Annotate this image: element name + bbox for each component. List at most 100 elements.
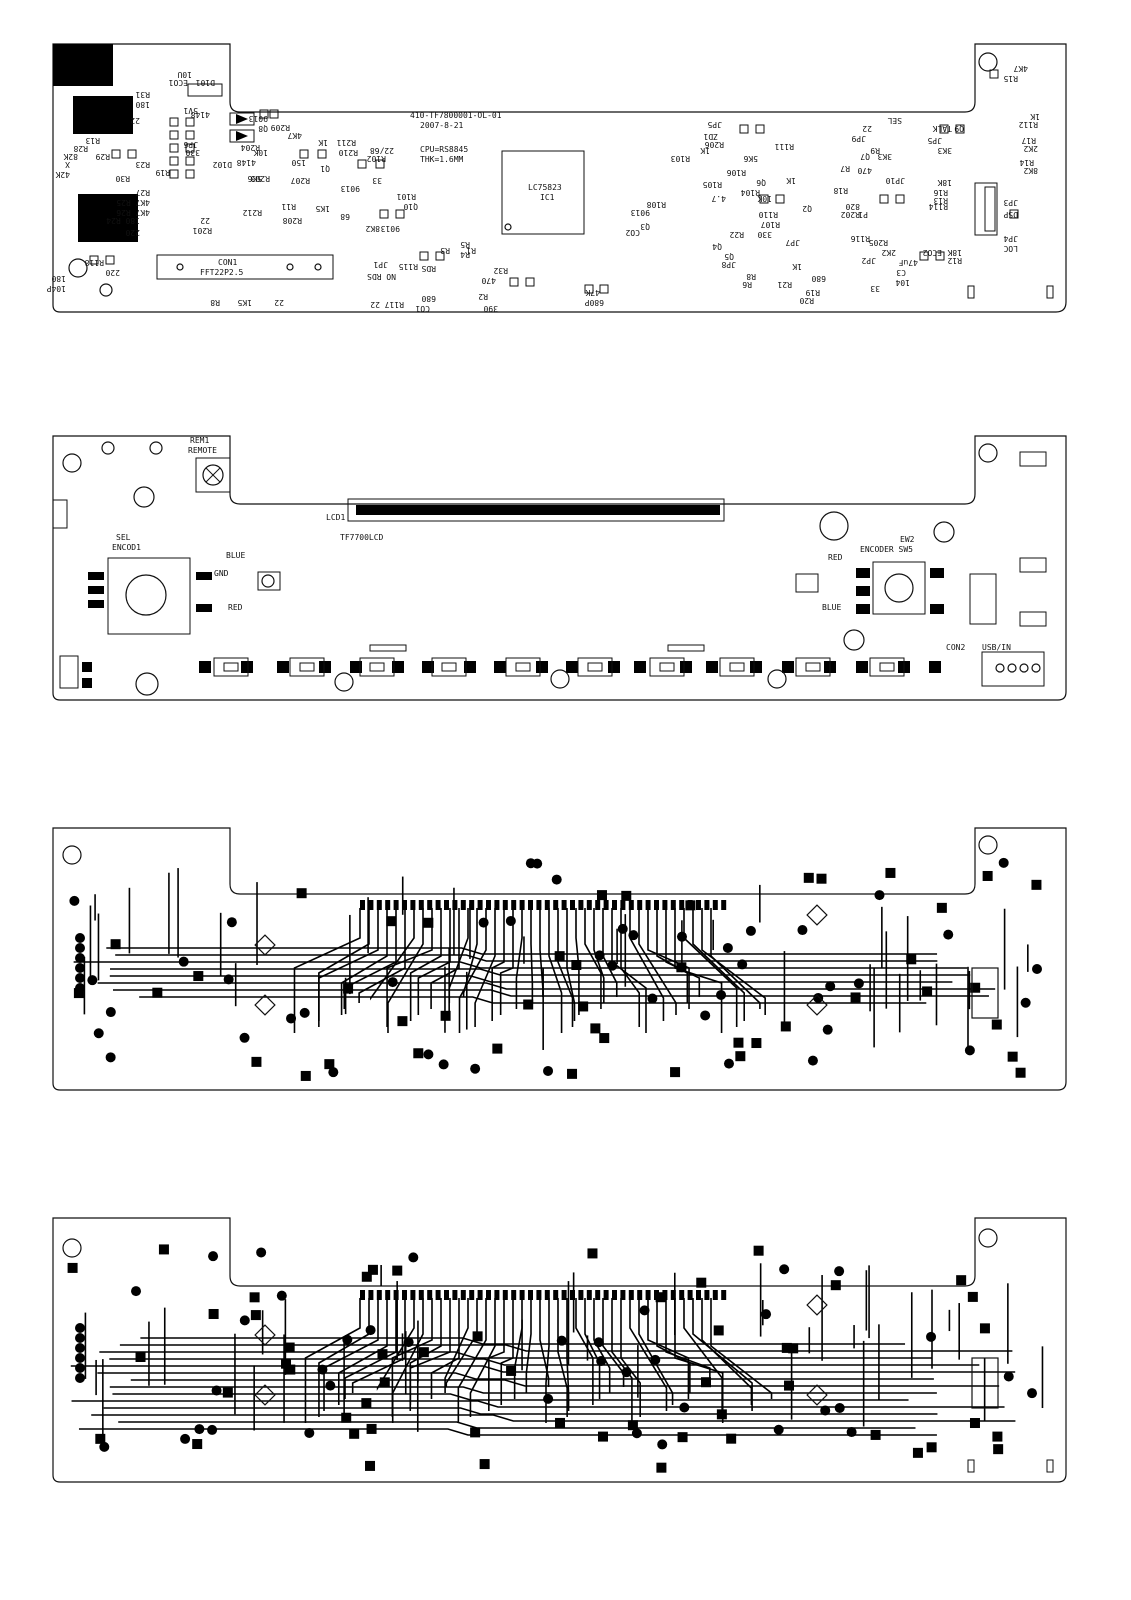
encoder1-footprint	[107, 557, 191, 635]
component-label: R16	[933, 188, 948, 197]
encoder-pad	[856, 586, 870, 596]
via-pad	[194, 1424, 205, 1435]
switch-pad	[706, 661, 718, 673]
component-label: NO RDS	[367, 272, 396, 281]
fine-pitch-pad	[393, 1290, 399, 1300]
panel-2-silkscreen: REM1 REMOTE LCD1 TF7700LCD SEL ENCOD1 EW…	[52, 435, 1067, 701]
switch-pad	[392, 661, 404, 673]
smd-pad	[926, 1442, 937, 1453]
fine-pitch-pad	[460, 900, 466, 910]
component-label: R9	[870, 146, 880, 155]
tact-switch-button	[729, 662, 745, 672]
fine-pitch-pad	[645, 900, 651, 910]
via-pad	[525, 858, 536, 869]
component-label: 1K5	[315, 204, 330, 213]
component-label: 180 R24	[106, 216, 140, 225]
lcd1-ref: LCD1	[326, 513, 345, 522]
via-pad	[943, 929, 954, 940]
mount-hole	[978, 835, 998, 855]
copper-trace	[683, 908, 738, 1027]
component-label: R102	[367, 154, 386, 163]
smd-pad	[413, 1048, 424, 1059]
copper-trace	[701, 908, 766, 1015]
copper-trace	[575, 1298, 594, 1405]
switch-pad	[422, 661, 434, 673]
remote-receiver-mark	[205, 467, 221, 483]
smd-pad	[726, 1433, 737, 1444]
via-pad	[75, 1363, 85, 1373]
con2-ref: CON2	[946, 643, 965, 652]
blue-label-2: BLUE	[822, 603, 841, 612]
component-label: R21	[777, 280, 792, 289]
component-label: TALK	[933, 124, 952, 133]
component-label: JP5	[707, 120, 722, 129]
copper-traces-top	[69, 857, 1043, 1081]
switch-pad	[199, 661, 211, 673]
component-label: R7	[840, 164, 850, 173]
via-pad	[926, 1331, 937, 1342]
component-label: R103	[671, 154, 690, 163]
fine-pitch-pad	[519, 900, 525, 910]
component-label: JP3	[1003, 198, 1018, 207]
via-pad	[631, 1428, 642, 1439]
fine-pitch-pad	[679, 900, 685, 910]
component-label: 8K2	[365, 224, 380, 233]
rem1-name: REMOTE	[188, 446, 217, 455]
fine-pitch-pad	[536, 900, 542, 910]
con1-pin	[314, 263, 322, 271]
fine-pitch-pad	[528, 900, 533, 910]
via-pad	[737, 959, 748, 970]
smd-pad	[300, 1070, 311, 1081]
smd-pad	[472, 1331, 483, 1342]
via-pad	[75, 973, 85, 983]
fine-pitch-pad	[402, 900, 407, 910]
component-label: Q5	[724, 252, 734, 261]
remote-receiver-lens	[202, 464, 224, 486]
component-label: R12	[947, 256, 962, 265]
tact-switch-footprint	[431, 657, 467, 677]
component-label: 5V1	[183, 106, 198, 115]
smd-pad	[751, 1038, 762, 1049]
led1-footprint	[257, 571, 281, 591]
component-label: R210	[339, 148, 358, 157]
component-label: R5	[460, 240, 470, 249]
lcd1-part: TF7700LCD	[340, 533, 384, 542]
smd-pad	[992, 1431, 1003, 1442]
via-pad	[647, 993, 658, 1004]
fine-pitch-pad	[376, 1290, 382, 1300]
smd-pad	[506, 1365, 517, 1376]
via-pad	[617, 923, 628, 934]
via-pad	[807, 1055, 818, 1066]
encoder-pad	[196, 604, 212, 612]
fine-pitch-pad	[502, 1290, 508, 1300]
via-pad	[1003, 1371, 1014, 1382]
component-label: 18K	[947, 248, 962, 257]
component-label: 33	[372, 176, 382, 185]
component-label: 1K	[792, 262, 802, 271]
smd-pad	[341, 1412, 352, 1423]
component-label: R31	[135, 90, 150, 99]
fine-pitch-pad	[712, 1290, 718, 1300]
component-label: R20	[799, 296, 814, 305]
component-label: 1K	[318, 138, 328, 147]
via-pad	[593, 1337, 604, 1348]
component-label: Q3	[640, 222, 650, 231]
component-label: CO2	[625, 228, 640, 237]
mount-hole	[978, 52, 998, 72]
smd-pad	[366, 1423, 377, 1434]
smd-pad	[135, 1351, 146, 1362]
lcd-connector	[347, 498, 725, 522]
smd-pad	[788, 1343, 799, 1354]
fine-pitch-pad	[435, 900, 441, 910]
diode-d102	[229, 129, 255, 143]
fine-pitch-pad	[360, 900, 365, 910]
component-label: R22	[729, 230, 744, 239]
via-pad	[621, 1367, 632, 1378]
component-label: 4.7	[711, 194, 726, 203]
via-pad	[1027, 1388, 1038, 1399]
component-label: 22	[200, 216, 210, 225]
led7-footprint	[550, 669, 570, 689]
copper-trace	[78, 1428, 937, 1436]
fine-pitch-pad	[595, 1290, 601, 1300]
copper-trace	[97, 982, 996, 990]
